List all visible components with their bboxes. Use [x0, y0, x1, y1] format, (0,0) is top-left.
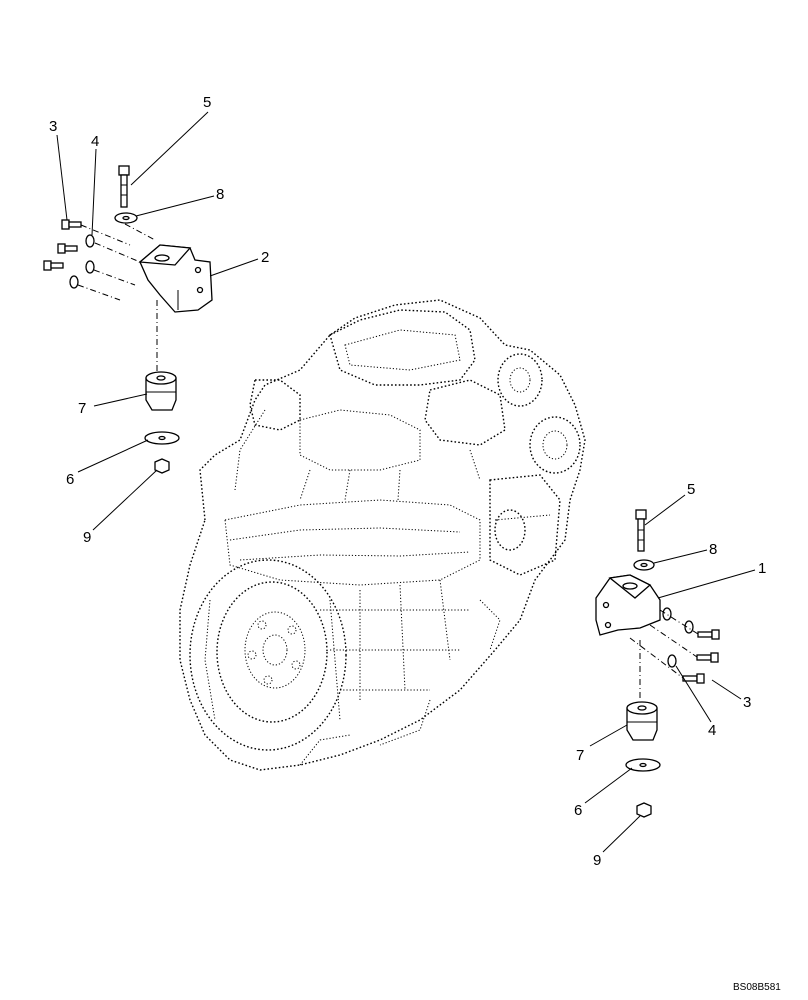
- right-washers-4: [662, 607, 694, 668]
- right-nut-9: [636, 802, 652, 818]
- callout-right-6: 6: [574, 802, 582, 819]
- callout-left-6: 6: [66, 471, 74, 488]
- right-mount-assembly: [595, 509, 720, 818]
- callout-right-7: 7: [576, 747, 584, 764]
- right-bracket-1: [595, 574, 661, 636]
- leader-lines: [56, 111, 756, 853]
- callout-right-1: 1: [758, 560, 766, 577]
- right-bolts-3: [682, 629, 720, 684]
- left-mount-assembly: [43, 165, 213, 474]
- engine-illustration: [179, 299, 586, 771]
- callout-left-9: 9: [83, 529, 91, 546]
- right-rubber-mount-7: [626, 701, 658, 741]
- callout-right-4: 4: [708, 722, 716, 739]
- left-bolts-3: [43, 219, 82, 271]
- callout-left-7: 7: [78, 400, 86, 417]
- callout-left-2: 2: [261, 249, 269, 266]
- left-bolt-5: [118, 165, 130, 208]
- left-rubber-mount-7: [145, 371, 177, 411]
- callout-right-3: 3: [743, 694, 751, 711]
- callout-left-5: 5: [203, 94, 211, 111]
- left-washers-4: [69, 234, 95, 289]
- callout-right-5: 5: [687, 481, 695, 498]
- right-bolt-5: [635, 509, 647, 552]
- left-nut-9: [154, 458, 170, 474]
- callout-right-9: 9: [593, 852, 601, 869]
- callout-right-8: 8: [709, 541, 717, 558]
- drawing-code: BS08B581: [733, 982, 781, 993]
- callout-left-4: 4: [91, 133, 99, 150]
- left-bracket-2: [138, 244, 213, 313]
- callout-left-8: 8: [216, 186, 224, 203]
- callout-labels: 5 3 4 8 2 7 6 9 5 8 1 3 4 7 6 9: [49, 94, 766, 869]
- callout-left-3: 3: [49, 118, 57, 135]
